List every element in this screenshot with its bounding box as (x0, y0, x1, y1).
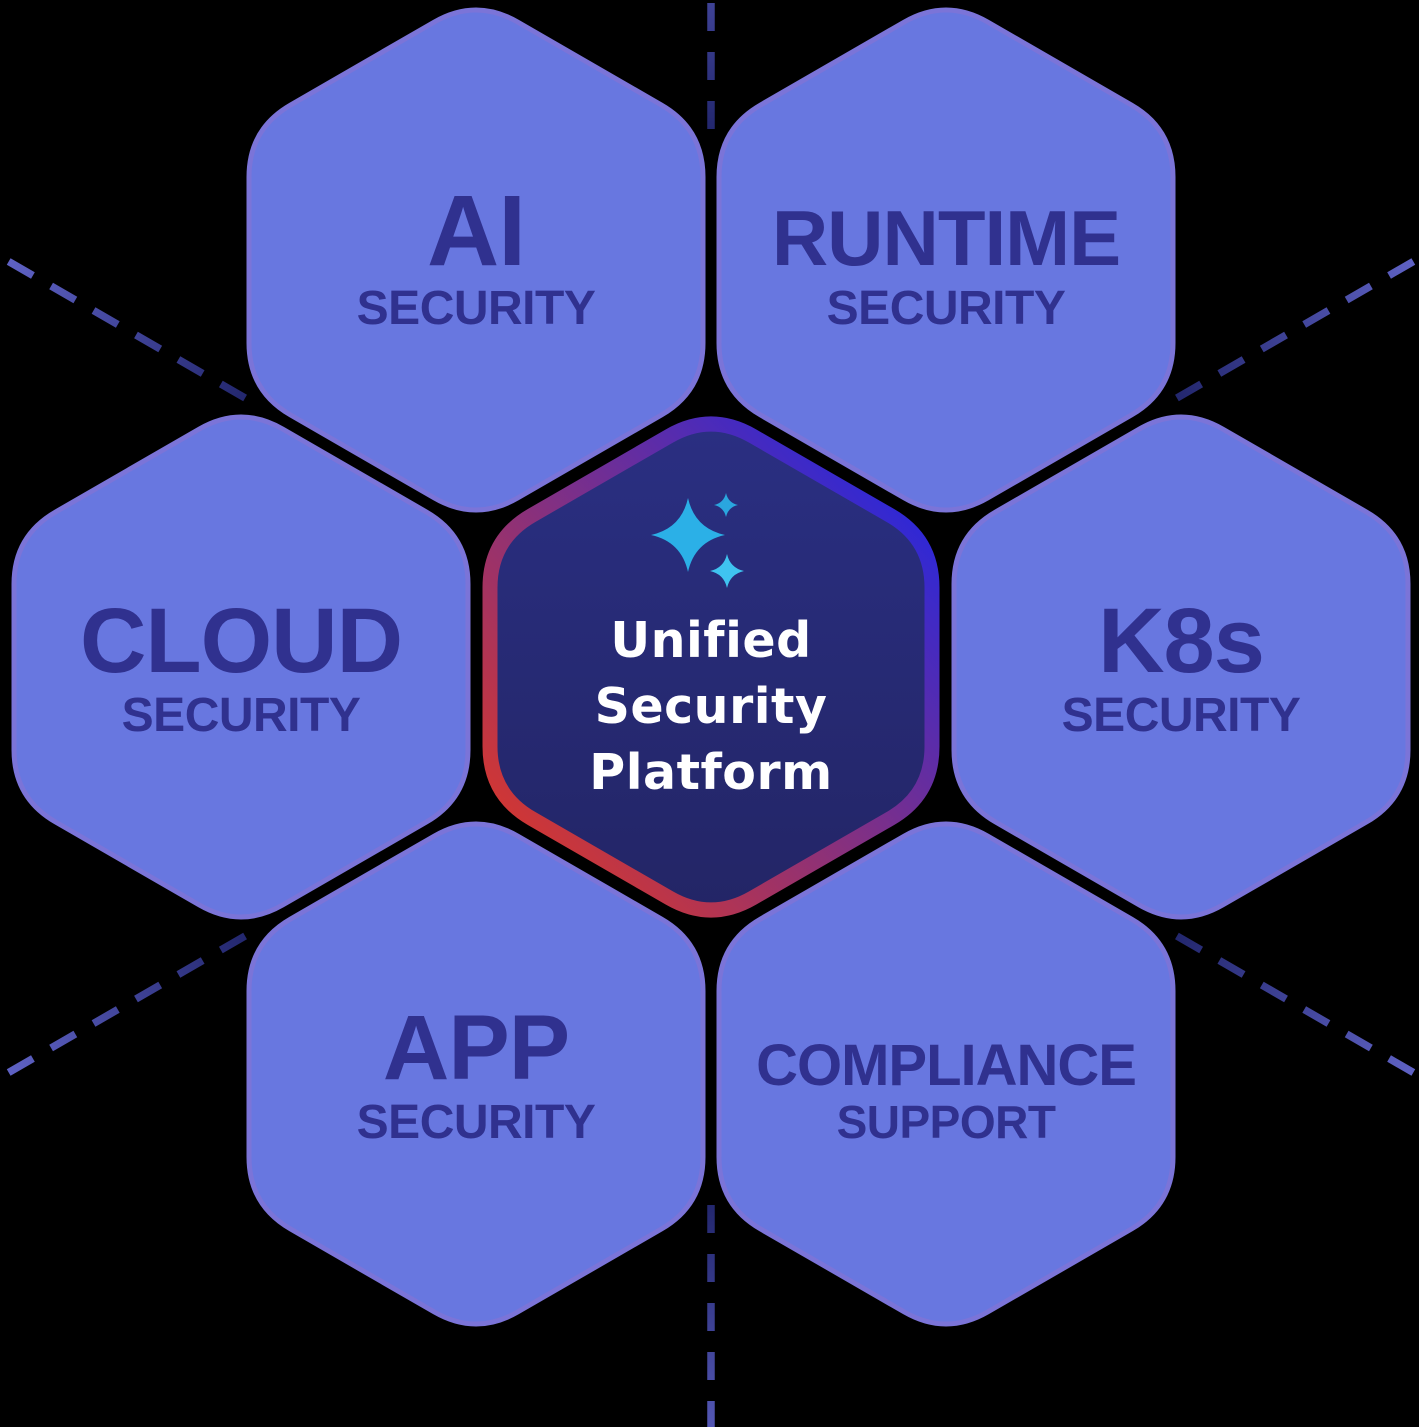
ray-down-right (1175, 932, 1419, 1081)
center-title-line: Unified (610, 612, 811, 669)
hexagon-title: RUNTIME (772, 194, 1120, 282)
ray-down-left (0, 932, 247, 1082)
hexagon-subtitle: SECURITY (357, 282, 596, 335)
sparkle-large-star (651, 498, 725, 572)
hexagon-subtitle: SECURITY (1062, 689, 1301, 742)
hexagon-unified-security-platform: Unified Security Platform (490, 424, 932, 910)
ray-up-left (0, 252, 247, 402)
hexagon-runtime-security: RUNTIME SECURITY (719, 10, 1173, 510)
ray-up-right (1175, 253, 1419, 402)
sparkle-medium-star (710, 554, 744, 588)
hexagon-title: APP (383, 997, 569, 1099)
hexagon-app-security: APP SECURITY (249, 824, 703, 1324)
hexagon-cloud-security: CLOUD SECURITY (14, 417, 468, 917)
hexagon-subtitle: SECURITY (827, 282, 1066, 335)
hexagon-title: AI (427, 175, 525, 287)
hexagon-title: COMPLIANCE (756, 1033, 1136, 1098)
hexagon-subtitle: SECURITY (122, 689, 361, 742)
center-title-line: Security (595, 678, 828, 735)
hexagon-compliance-support: COMPLIANCE SUPPORT (719, 824, 1173, 1324)
hexagon-ai-security: AI SECURITY (249, 10, 703, 510)
hexagon-subtitle: SUPPORT (837, 1096, 1056, 1148)
hexagon-title: K8s (1098, 590, 1264, 692)
sparkles-icon (651, 493, 744, 588)
hexagon-title: CLOUD (80, 590, 402, 692)
sparkle-small-star (714, 493, 738, 517)
hexagon-subtitle: SECURITY (357, 1096, 596, 1149)
center-title-line: Platform (589, 744, 832, 801)
hexagon-k8s-security: K8s SECURITY (954, 417, 1408, 917)
